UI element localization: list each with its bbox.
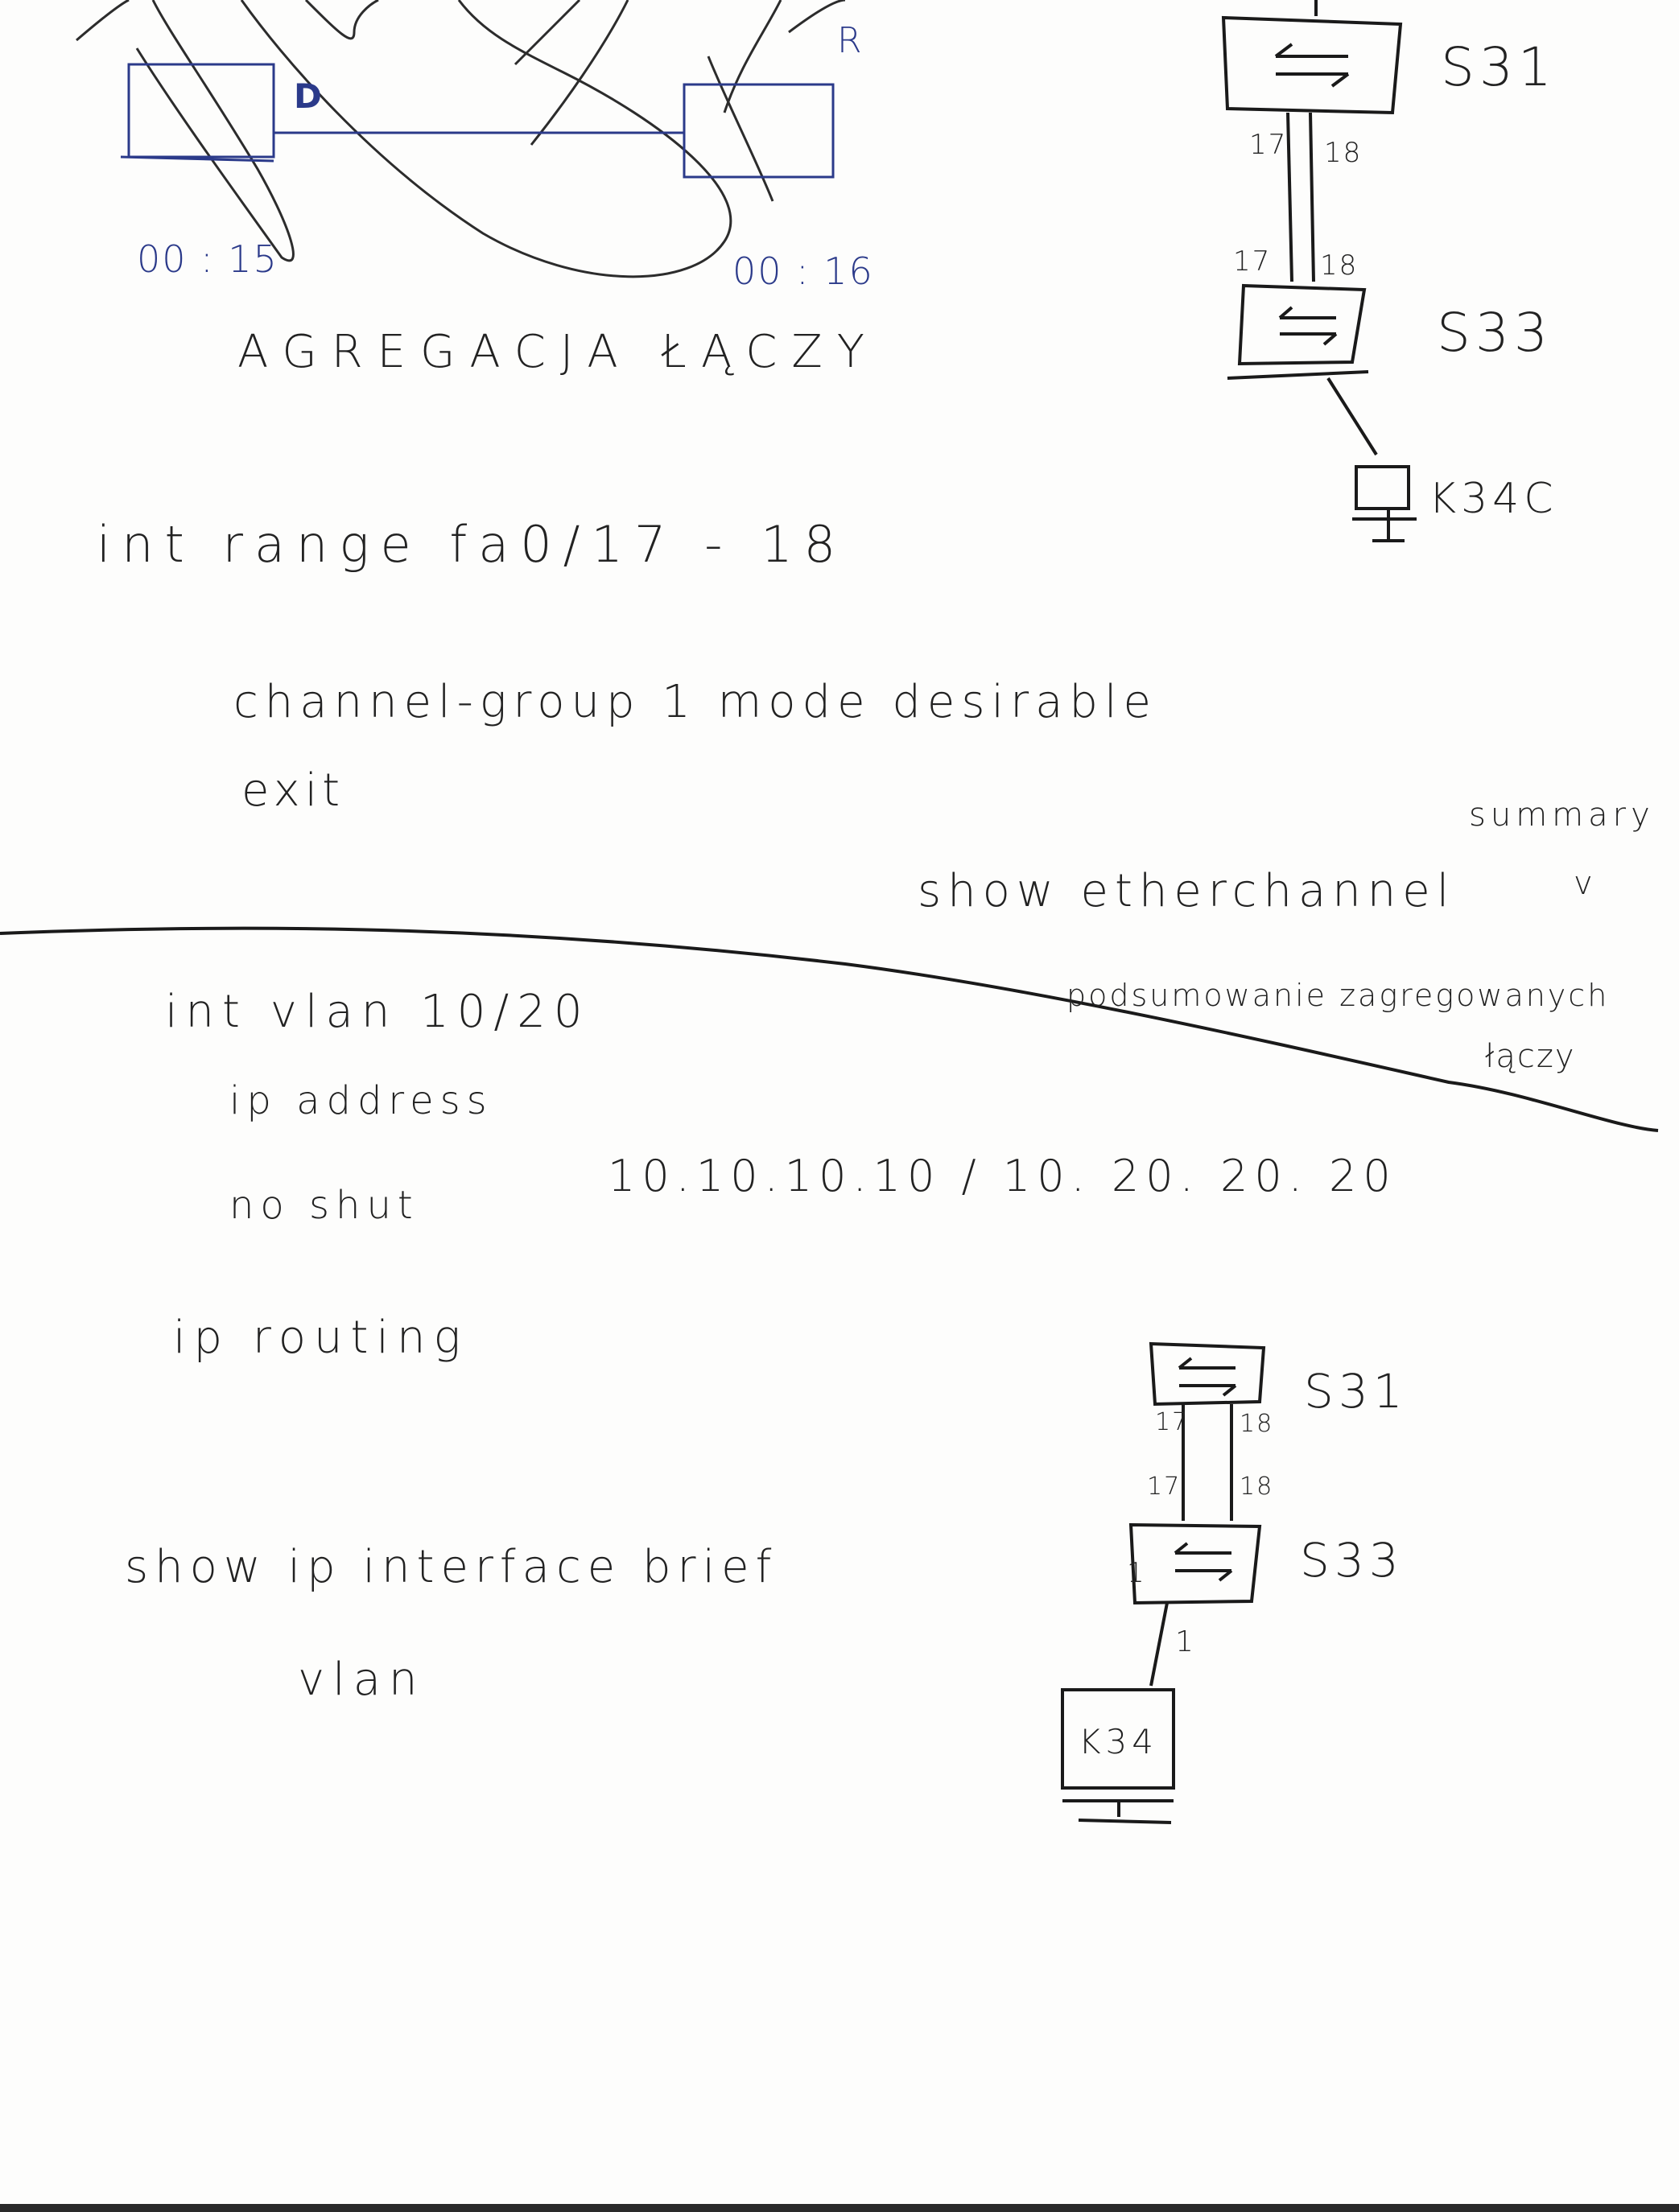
blue-device-boxes [120,63,835,179]
command-int-vlan: int vlan 10/20 [165,986,591,1038]
port-label-18-upper: 18 [1324,137,1363,169]
command-int-range: int range fa0/17 - 18 [97,515,848,574]
timestamp-left: 00 : 15 [137,237,278,281]
port-label-17-upper: 17 [1249,129,1288,161]
command-no-shut: no shut [229,1183,419,1228]
command-summary-keyword: summary [1469,797,1655,834]
port-label-pc: 1 [1175,1625,1195,1658]
note-podsumowanie: podsumowanie zagregowanych [1066,978,1610,1013]
command-channel-group: channel-group 1 mode desirable [233,676,1157,728]
switch-label-s31-top: S31 [1441,36,1557,98]
device-label-d: D [294,76,324,116]
command-ip-routing: ip routing [173,1312,469,1364]
port-label-left: 1 [1127,1557,1146,1589]
page-title: AGREGACJA ŁĄCZY [237,326,879,378]
command-exit: exit [241,764,345,817]
port-label-17-bottom-upper: 17 [1155,1408,1190,1436]
port-label-17-bottom-lower: 17 [1147,1473,1182,1501]
summary-check-mark: v [1574,865,1598,902]
port-label-18-bottom-lower: 18 [1240,1473,1274,1501]
port-label-18-bottom-upper: 18 [1240,1410,1274,1438]
command-show-etherchannel: show etherchannel [918,865,1456,917]
port-label-18-lower: 18 [1320,249,1359,282]
command-ip-address: ip address [229,1078,493,1123]
page-bottom-edge [0,2204,1679,2212]
switch-label-s33-top: S33 [1437,302,1553,364]
computer-label-k34: K34 [1079,1722,1158,1761]
command-show-ip-interface-brief: show ip interface brief [125,1541,778,1593]
command-vlan: vlan [298,1654,426,1706]
switch-label-s31-bottom: S31 [1304,1364,1408,1419]
timestamp-right: 00 : 16 [732,249,874,293]
top-right-switch-arrows [1274,43,1350,346]
note-laczy: łączy [1485,1038,1576,1075]
computer-label-k34c: K34C [1429,475,1558,523]
device-label-r: R [837,20,864,61]
bottom-right-switch-arrows [1174,1357,1237,1582]
port-label-17-lower: 17 [1233,245,1272,278]
switch-label-s33-bottom: S33 [1300,1533,1404,1588]
ip-address-values: 10.10.10.10 / 10. 20. 20. 20 [608,1151,1397,1201]
top-loop-sketch [76,0,846,278]
